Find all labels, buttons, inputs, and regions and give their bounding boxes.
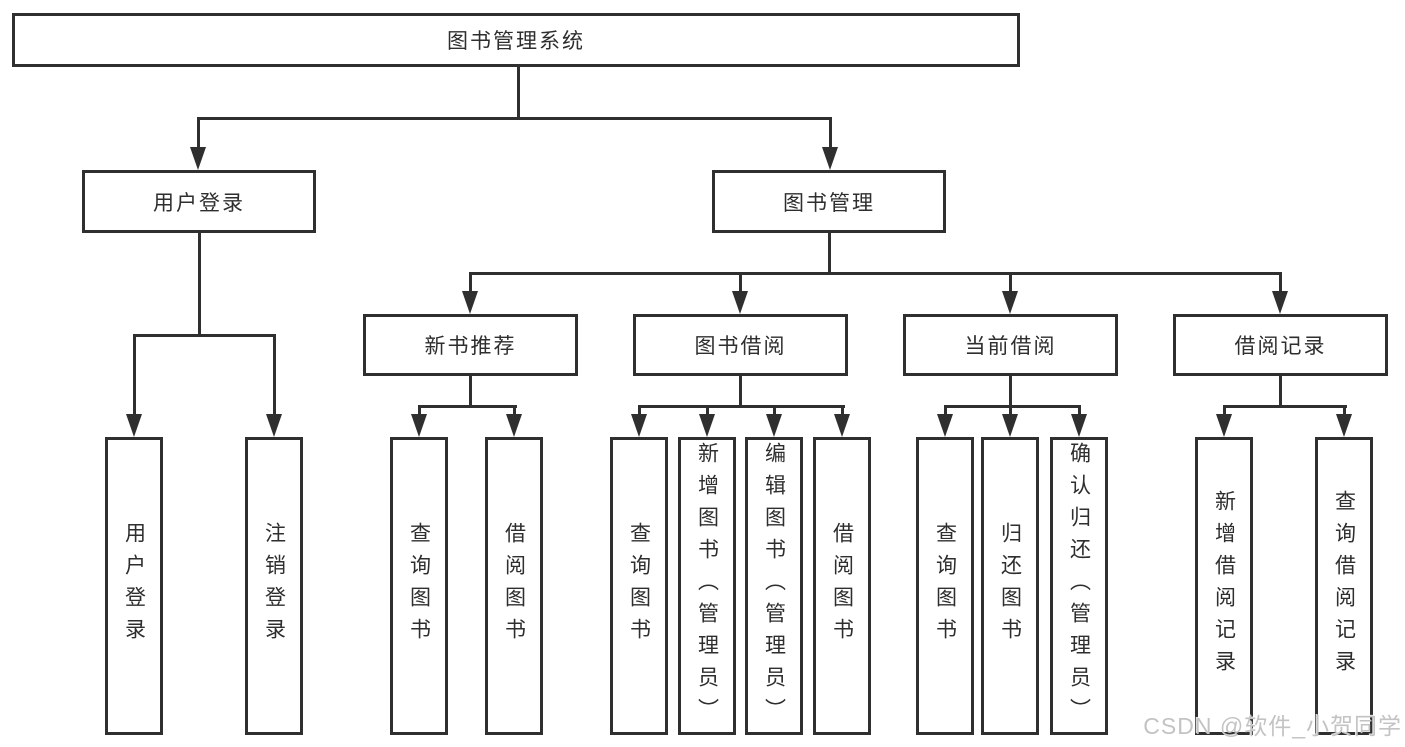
connector-borrow-records-bar — [1223, 405, 1347, 408]
arrow-down-icon — [766, 414, 782, 437]
connector-level1-bar — [197, 117, 832, 120]
connector-drop — [841, 405, 844, 417]
node-book-mgmt: 图书管理 — [712, 170, 946, 233]
connector-user-login-bar — [133, 334, 276, 337]
connector-drop-borrow-records — [1279, 272, 1282, 292]
node-borrow-records: 借阅记录 — [1173, 314, 1388, 376]
leaf-records-query-record-label: 查询借阅记录 — [1332, 490, 1356, 682]
connector-user-login-stem — [198, 233, 201, 336]
node-user-login-label: 用户登录 — [153, 191, 245, 215]
arrow-down-icon — [834, 414, 850, 437]
leaf-newrec-query-books-label: 查询图书 — [407, 522, 431, 650]
connector-drop-book-mgmt — [829, 117, 832, 147]
node-book-mgmt-label: 图书管理 — [783, 191, 875, 215]
connector-drop-current-borrow — [1009, 272, 1012, 292]
leaf-current-return-books-label: 归还图书 — [998, 522, 1022, 650]
connector-drop — [1343, 405, 1346, 417]
arrow-down-icon — [1216, 414, 1232, 437]
arrow-down-icon — [190, 147, 206, 170]
arrow-down-icon — [126, 414, 142, 437]
arrow-down-icon — [1071, 414, 1087, 437]
node-current-borrow: 当前借阅 — [903, 314, 1118, 376]
connector-drop-leaf-logout — [273, 334, 276, 415]
connector-drop — [1009, 405, 1012, 417]
connector-new-rec-bar — [418, 405, 517, 408]
connector-drop — [638, 405, 641, 417]
arrow-down-icon — [1002, 291, 1018, 314]
connector-drop — [706, 405, 709, 417]
connector-borrow-records-stem — [1279, 376, 1282, 407]
arrow-down-icon — [1336, 414, 1352, 437]
leaf-logout: 注销登录 — [245, 437, 303, 735]
connector-drop — [773, 405, 776, 417]
leaf-records-query-record: 查询借阅记录 — [1315, 437, 1373, 735]
leaf-records-add-record: 新增借阅记录 — [1195, 437, 1253, 735]
leaf-current-confirm-return-admin-label: 确认归还（管理员） — [1067, 442, 1091, 730]
connector-book-borrow-bar — [638, 405, 845, 408]
node-user-login: 用户登录 — [82, 170, 316, 233]
connector-drop — [513, 405, 516, 417]
leaf-borrow-add-books-admin: 新增图书（管理员） — [678, 437, 736, 735]
connector-drop — [1078, 405, 1081, 417]
arrow-down-icon — [266, 414, 282, 437]
leaf-current-query-books-label: 查询图书 — [933, 522, 957, 650]
connector-drop — [944, 405, 947, 417]
node-new-book-recommend-label: 新书推荐 — [424, 335, 517, 358]
arrow-down-icon — [411, 414, 427, 437]
arrow-down-icon — [1272, 291, 1288, 314]
arrow-down-icon — [822, 147, 838, 170]
leaf-current-return-books: 归还图书 — [981, 437, 1039, 735]
leaf-newrec-borrow-books: 借阅图书 — [485, 437, 543, 735]
connector-drop-new-rec — [469, 272, 472, 292]
node-root-label: 图书管理系统 — [447, 30, 585, 53]
arrow-down-icon — [506, 414, 522, 437]
leaf-user-login-label: 用户登录 — [122, 522, 146, 650]
connector-drop-leaf-login — [133, 334, 136, 415]
leaf-newrec-query-books: 查询图书 — [390, 437, 448, 735]
connector-current-borrow-stem — [1009, 376, 1012, 407]
connector-level2-bar — [469, 272, 1282, 275]
leaf-borrow-borrow-books-label: 借阅图书 — [830, 522, 854, 650]
leaf-borrow-borrow-books: 借阅图书 — [813, 437, 871, 735]
node-root-system: 图书管理系统 — [12, 13, 1020, 67]
connector-drop-user-login — [197, 117, 200, 147]
leaf-borrow-query-books: 查询图书 — [610, 437, 668, 735]
arrow-down-icon — [937, 414, 953, 437]
node-borrow-records-label: 借阅记录 — [1234, 335, 1327, 358]
node-book-borrow: 图书借阅 — [633, 314, 848, 376]
node-book-borrow-label: 图书借阅 — [694, 335, 787, 358]
leaf-borrow-edit-books-admin: 编辑图书（管理员） — [745, 437, 803, 735]
leaf-newrec-borrow-books-label: 借阅图书 — [502, 522, 526, 650]
connector-drop-book-borrow — [739, 272, 742, 292]
arrow-down-icon — [462, 291, 478, 314]
leaf-borrow-edit-books-admin-label: 编辑图书（管理员） — [762, 442, 786, 730]
leaf-borrow-add-books-admin-label: 新增图书（管理员） — [695, 442, 719, 730]
leaf-user-login: 用户登录 — [105, 437, 163, 735]
leaf-borrow-query-books-label: 查询图书 — [627, 522, 651, 650]
node-current-borrow-label: 当前借阅 — [964, 335, 1057, 358]
arrow-down-icon — [631, 414, 647, 437]
leaf-records-add-record-label: 新增借阅记录 — [1212, 490, 1236, 682]
connector-new-rec-stem — [469, 376, 472, 407]
arrow-down-icon — [1002, 414, 1018, 437]
connector-book-mgmt-stem — [828, 233, 831, 274]
node-new-book-recommend: 新书推荐 — [363, 314, 578, 376]
connector-book-borrow-stem — [739, 376, 742, 407]
leaf-logout-label: 注销登录 — [262, 522, 286, 650]
connector-root-stem — [517, 67, 520, 118]
connector-drop — [1223, 405, 1226, 417]
leaf-current-query-books: 查询图书 — [916, 437, 974, 735]
leaf-current-confirm-return-admin: 确认归还（管理员） — [1050, 437, 1108, 735]
arrow-down-icon — [699, 414, 715, 437]
connector-current-borrow-bar — [944, 405, 1081, 408]
connector-drop — [418, 405, 421, 417]
arrow-down-icon — [732, 291, 748, 314]
csdn-watermark: CSDN @软件_小贺同学 — [1143, 713, 1402, 739]
